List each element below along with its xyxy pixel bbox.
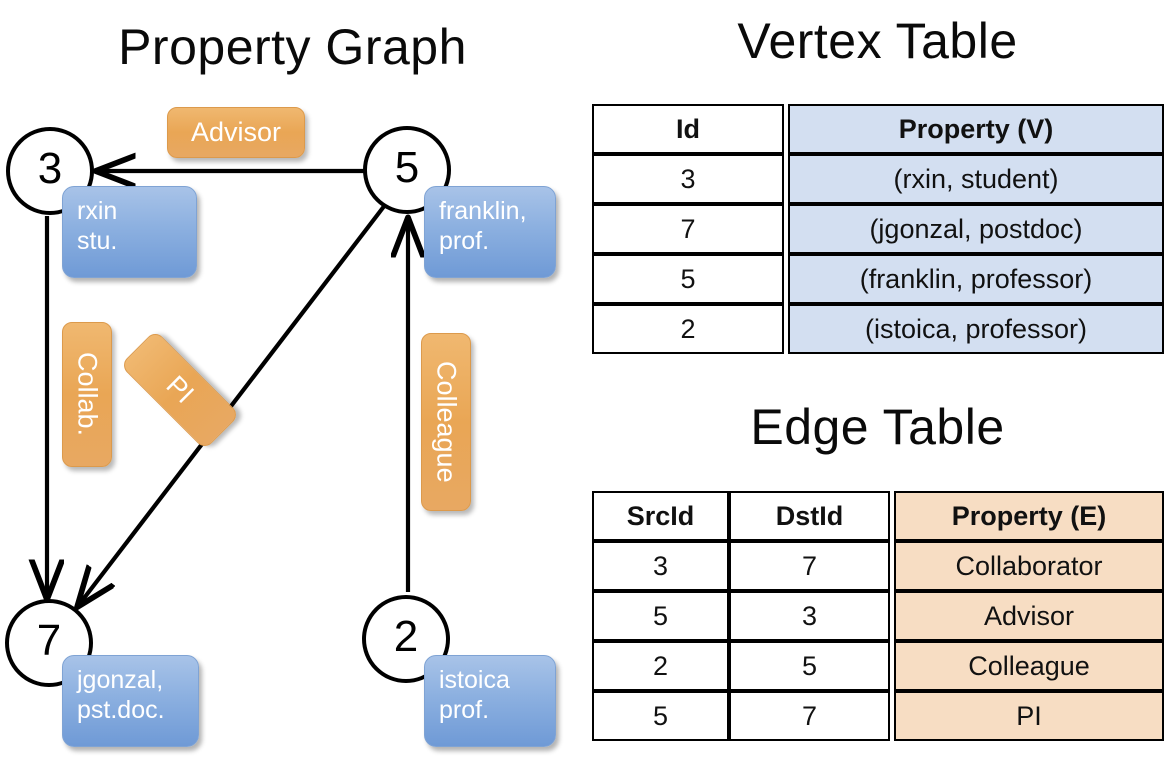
edge-table-header-row: SrcId DstId Property (E) <box>592 491 1164 541</box>
edge-row-1-dst: 3 <box>729 591 890 641</box>
page-title-property-graph: Property Graph <box>118 19 467 75</box>
edge-table-header-property: Property (E) <box>894 491 1164 541</box>
edge-row-2-dst: 5 <box>729 641 890 691</box>
edge-table-column-gap <box>890 691 894 741</box>
table-row[interactable]: 7 (jgonzal, postdoc) <box>592 204 1164 254</box>
graph-node-2[interactable]: 2 <box>362 595 450 683</box>
edge-row-1-property: Advisor <box>894 591 1164 641</box>
property-box-node-2-line2: prof. <box>439 695 490 724</box>
graph-node-5[interactable]: 5 <box>363 126 451 214</box>
table-row[interactable]: 2 5 Colleague <box>592 641 1164 691</box>
graph-node-5-label: 5 <box>394 143 420 192</box>
property-box-node-7-line2: pst.doc. <box>77 695 165 724</box>
property-box-node-2[interactable]: istoica prof. <box>424 655 556 747</box>
property-box-node-5[interactable]: franklin, prof. <box>424 186 556 278</box>
edge-table-column-gap <box>890 591 894 641</box>
edge-label-collab-text: Collab. <box>72 352 103 437</box>
edge-table: SrcId DstId Property (E) 3 7 Collaborato… <box>592 491 1164 741</box>
page-title-edge-table: Edge Table <box>750 399 1005 455</box>
edge-table-header-srcid: SrcId <box>592 491 729 541</box>
edge-row-0-dst: 7 <box>729 541 890 591</box>
vertex-row-2-property: (franklin, professor) <box>788 254 1164 304</box>
vertex-table-column-gap <box>784 104 788 154</box>
vertex-table-column-gap <box>784 254 788 304</box>
vertex-table-header-property: Property (V) <box>788 104 1164 154</box>
vertex-row-0-id: 3 <box>592 154 784 204</box>
vertex-row-2-id: 5 <box>592 254 784 304</box>
property-box-node-5-line2: prof. <box>439 226 490 255</box>
property-box-node-7[interactable]: jgonzal, pst.doc. <box>62 655 199 747</box>
edge-label-collab[interactable]: Collab. <box>62 322 112 467</box>
property-box-node-3-line2: stu. <box>77 226 118 255</box>
edge-row-2-src: 2 <box>592 641 729 691</box>
edge-label-colleague-text: Colleague <box>431 361 462 483</box>
edge-label-advisor[interactable]: Advisor <box>167 107 305 158</box>
table-row[interactable]: 5 3 Advisor <box>592 591 1164 641</box>
edge-row-0-src: 3 <box>592 541 729 591</box>
graph-node-2-label: 2 <box>393 612 419 661</box>
table-row[interactable]: 3 7 Collaborator <box>592 541 1164 591</box>
vertex-table-header-id: Id <box>592 104 784 154</box>
vertex-row-3-property: (istoica, professor) <box>788 304 1164 354</box>
vertex-row-1-id: 7 <box>592 204 784 254</box>
vertex-row-3-id: 2 <box>592 304 784 354</box>
property-box-node-5-line1: franklin, <box>439 197 527 225</box>
edge-row-2-property: Colleague <box>894 641 1164 691</box>
property-graph-diagram: 3 5 7 2 rxin stu. franklin, prof. jgonza… <box>5 107 556 747</box>
edge-label-colleague[interactable]: Colleague <box>421 333 471 511</box>
table-row[interactable]: 5 7 PI <box>592 691 1164 741</box>
edge-label-advisor-text: Advisor <box>190 117 282 147</box>
edge-row-0-property: Collaborator <box>894 541 1164 591</box>
edge-label-pi-text: PI <box>160 370 200 410</box>
table-row[interactable]: 2 (istoica, professor) <box>592 304 1164 354</box>
vertex-table-column-gap <box>784 154 788 204</box>
vertex-table-column-gap <box>784 204 788 254</box>
vertex-table: Id Property (V) 3 (rxin, student) 7 (jgo… <box>592 104 1164 354</box>
edge-table-header-dstid: DstId <box>729 491 890 541</box>
edge-table-column-gap <box>890 641 894 691</box>
vertex-table-header-row: Id Property (V) <box>592 104 1164 154</box>
property-box-node-7-line1: jgonzal, <box>77 666 164 694</box>
edge-table-column-gap <box>890 541 894 591</box>
table-row[interactable]: 3 (rxin, student) <box>592 154 1164 204</box>
edge-row-3-src: 5 <box>592 691 729 741</box>
graph-node-7-label: 7 <box>36 616 62 665</box>
property-box-node-3-line1: rxin <box>77 197 118 225</box>
edge-row-3-dst: 7 <box>729 691 890 741</box>
vertex-table-column-gap <box>784 304 788 354</box>
edge-row-3-property: PI <box>894 691 1164 741</box>
property-box-node-3[interactable]: rxin stu. <box>62 186 197 278</box>
edge-row-1-src: 5 <box>592 591 729 641</box>
edge-table-column-gap <box>890 491 894 541</box>
vertex-row-0-property: (rxin, student) <box>788 154 1164 204</box>
vertex-row-1-property: (jgonzal, postdoc) <box>788 204 1164 254</box>
table-row[interactable]: 5 (franklin, professor) <box>592 254 1164 304</box>
page-title-vertex-table: Vertex Table <box>737 13 1018 69</box>
property-box-node-2-line1: istoica <box>439 666 510 694</box>
graph-node-3-label: 3 <box>37 144 63 193</box>
